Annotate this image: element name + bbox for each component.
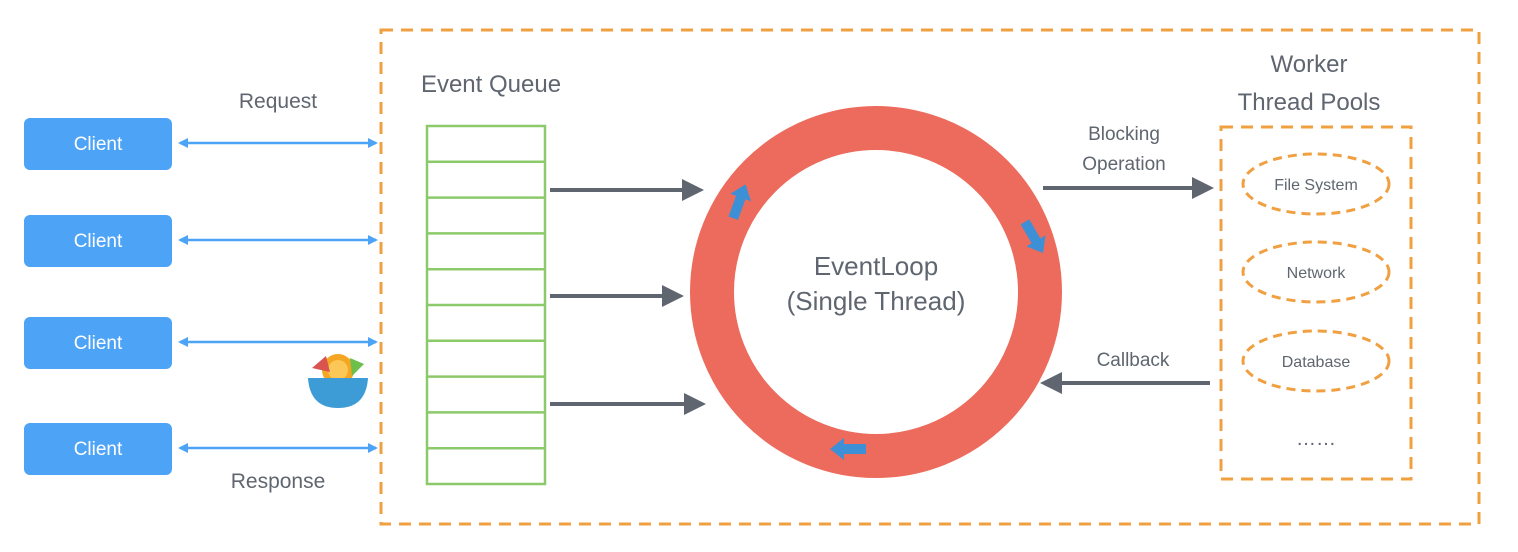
client-box: Client (24, 215, 172, 267)
fruit-bowl-logo (308, 354, 368, 408)
client-label: Client (74, 231, 123, 252)
worker-item-label: Database (1282, 354, 1351, 371)
worker-item-database: Database (1241, 329, 1391, 393)
loop-direction-arrow-icon (830, 438, 866, 460)
callback-label: Callback (1097, 350, 1170, 371)
blocking-label-line2: Operation (1082, 154, 1165, 175)
client-label: Client (74, 134, 123, 155)
event-loop-ring (690, 106, 1062, 478)
worker-pool-box (1219, 125, 1413, 481)
worker-item-file-system: File System (1241, 152, 1391, 216)
worker-more-ellipsis: …… (1296, 428, 1336, 450)
worker-item-label: File System (1274, 177, 1358, 194)
worker-pool-title-line2: Thread Pools (1238, 89, 1381, 116)
client-label: Client (74, 333, 123, 354)
worker-item-label: Network (1287, 265, 1347, 282)
request-label: Request (239, 90, 317, 113)
client-box: Client (24, 118, 172, 170)
event-queue-title: Event Queue (421, 71, 561, 98)
event-loop-subtitle: (Single Thread) (787, 286, 966, 316)
response-label: Response (231, 470, 326, 493)
client-label: Client (74, 439, 123, 460)
client-box: Client (24, 317, 172, 369)
blocking-label: Blocking (1088, 124, 1160, 145)
client-box: Client (24, 423, 172, 475)
event-queue (425, 124, 547, 486)
loop-direction-arrow-icon (728, 184, 752, 220)
worker-pool-title: Worker (1271, 51, 1348, 78)
loop-direction-arrow-icon (1020, 219, 1046, 254)
worker-item-network: Network (1241, 240, 1391, 304)
server-boundary (379, 28, 1481, 526)
event-loop-title: EventLoop (814, 251, 938, 281)
